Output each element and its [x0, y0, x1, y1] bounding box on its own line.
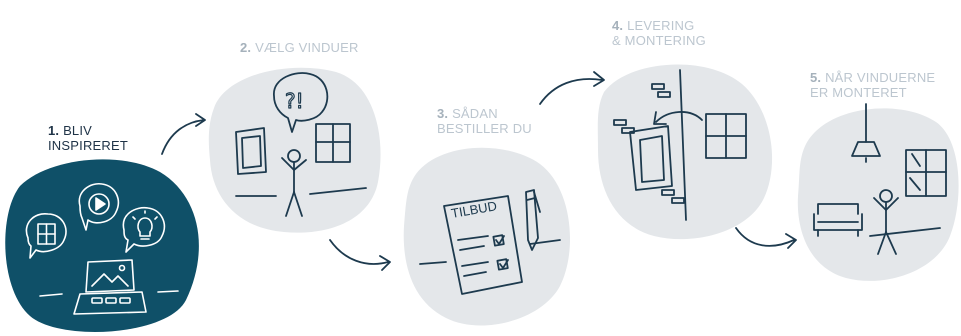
person-icon: [873, 189, 899, 255]
arrow-2-to-3: [329, 239, 391, 271]
step-3-illustration: TILBUD: [403, 147, 571, 326]
step-3-label: 3. SÅDAN BESTILLER DU: [437, 106, 532, 136]
step-5-illustration: [797, 103, 959, 281]
step-1-line1: BLIV: [63, 123, 93, 138]
step-1-number: 1.: [48, 123, 60, 138]
four-pane-window-icon: [315, 123, 351, 163]
laptop-icon: [39, 259, 179, 315]
step-3-line2: BESTILLER DU: [437, 121, 532, 136]
person-icon: [281, 149, 307, 217]
arrow-1-to-2: [161, 113, 206, 155]
idea-bubble-icon: [122, 206, 166, 253]
step-4-number: 4.: [612, 18, 624, 33]
step-5-line2: ER MONTERET: [810, 85, 907, 100]
step-4-blob: [597, 64, 773, 240]
casement-window-icon: [235, 127, 267, 175]
old-window-icon: [629, 125, 673, 191]
step-5-label: 5. NÅR VINDUERNE ER MONTERET: [810, 70, 935, 100]
step-1-line2: INSPIRERET: [48, 138, 129, 153]
sofa-icon: [813, 203, 863, 237]
step-4-label: 4. LEVERING & MONTERING: [612, 18, 706, 48]
step-1-label: 1. BLIV INSPIRERET: [48, 123, 128, 153]
window-bubble-icon: [25, 213, 67, 259]
play-bubble-icon: [78, 182, 120, 231]
ceiling-lamp-icon: [851, 103, 881, 163]
swap-arrow-icon: [653, 111, 703, 125]
step-2-label: 2. VÆLG VINDUER: [240, 40, 359, 55]
step-4-illustration: [597, 64, 773, 240]
step-1-blob: [5, 159, 199, 332]
svg-text:?!: ?!: [285, 89, 304, 113]
new-window-icon: [705, 113, 747, 159]
step-3-line1: SÅDAN: [452, 106, 498, 121]
installed-window-icon: [905, 149, 947, 197]
step-5-number: 5.: [810, 70, 822, 85]
step-2-illustration: ?!: [208, 67, 381, 233]
step-5-blob: [797, 108, 959, 281]
step-5-line1: NÅR VINDUERNE: [825, 70, 936, 85]
step-3-number: 3.: [437, 106, 449, 121]
step-4-line2: & MONTERING: [612, 33, 706, 48]
step-4-line1: LEVERING: [627, 18, 695, 33]
arrow-4-to-5: [735, 227, 797, 249]
step-2-line1: VÆLG VINDUER: [255, 40, 359, 55]
step-2-number: 2.: [240, 40, 252, 55]
step-1-illustration: [5, 159, 199, 332]
question-bubble-icon: [273, 72, 329, 133]
arrow-3-to-4: [539, 71, 605, 105]
